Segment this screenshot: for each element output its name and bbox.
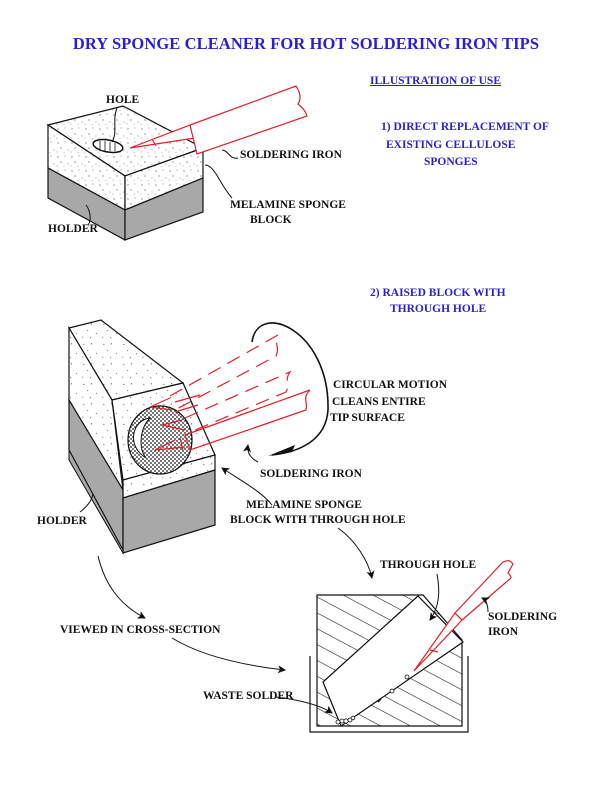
figure2-sponge-block — [68, 319, 216, 499]
cross-section-label: VIEWED IN CROSS-SECTION — [60, 624, 221, 636]
page-title: DRY SPONGE CLEANER FOR HOT SOLDERING IRO… — [72, 34, 540, 53]
section-heading: ILLUSTRATION OF USE — [370, 75, 502, 87]
figure3-soldering-iron — [413, 560, 514, 672]
fig3-iron-leader — [481, 597, 491, 613]
figure1-soldering-iron — [129, 85, 308, 155]
holder-to-section-arrow — [97, 555, 146, 619]
waste-solder-leader — [275, 696, 333, 714]
through-hole-leader — [429, 573, 440, 621]
waste-solder-label: WASTE SOLDER — [203, 690, 294, 702]
circular-motion-arrow — [251, 322, 329, 456]
fig3-iron-label-line2: IRON — [488, 626, 519, 638]
fig2-holder-label: HOLDER — [37, 515, 87, 527]
fig2-block-label-line1: MELAMINE SPONGE — [246, 499, 362, 511]
fig2-block-leader — [221, 467, 273, 506]
fig1-caption-line3: SPONGES — [424, 156, 478, 168]
fig1-block-label-line1: MELAMINE SPONGE — [230, 199, 346, 211]
hole-leader — [111, 107, 118, 143]
fig1-holder-label: HOLDER — [48, 223, 98, 235]
fig2-holder-leader — [79, 493, 94, 513]
figure1-holder — [47, 166, 204, 242]
fig1-iron-label: SOLDERING IRON — [240, 149, 342, 161]
block-leader — [204, 164, 233, 199]
fig1-hole-label: HOLE — [106, 94, 140, 106]
fig1-block-label-line2: BLOCK — [250, 214, 292, 226]
fig3-iron-label-line1: SOLDERING — [488, 611, 558, 623]
fig2-caption-line1: 2) RAISED BLOCK WITH — [370, 287, 506, 299]
iron-leader — [221, 149, 239, 159]
fig2-block-label-line2: BLOCK WITH THROUGH HOLE — [230, 514, 406, 526]
motion-label-line1: CIRCULAR MOTION — [333, 379, 448, 391]
through-hole-label: THROUGH HOLE — [380, 559, 477, 571]
holder-leader — [85, 204, 91, 226]
figure2-soldering-irons — [149, 333, 311, 451]
circular-motion-arrowhead — [268, 445, 295, 456]
fig2-iron-leader — [243, 444, 259, 463]
fig2-caption-line2: THROUGH HOLE — [390, 303, 487, 315]
fig1-caption-line2: EXISTING CELLULOSE — [386, 139, 516, 151]
figure1-hole — [92, 138, 124, 154]
fig1-caption-line1: 1) DIRECT REPLACEMENT OF — [381, 121, 549, 133]
figure3-cross-section — [309, 594, 469, 733]
motion-label-line2: CLEANS ENTIRE — [332, 396, 426, 408]
fig2-iron-label: SOLDERING IRON — [260, 468, 362, 480]
block-to-section-arrow — [337, 527, 375, 579]
motion-label-line3: TIP SURFACE — [330, 412, 405, 424]
label-to-section-arrow — [171, 637, 286, 674]
figure2-holder — [68, 397, 216, 555]
